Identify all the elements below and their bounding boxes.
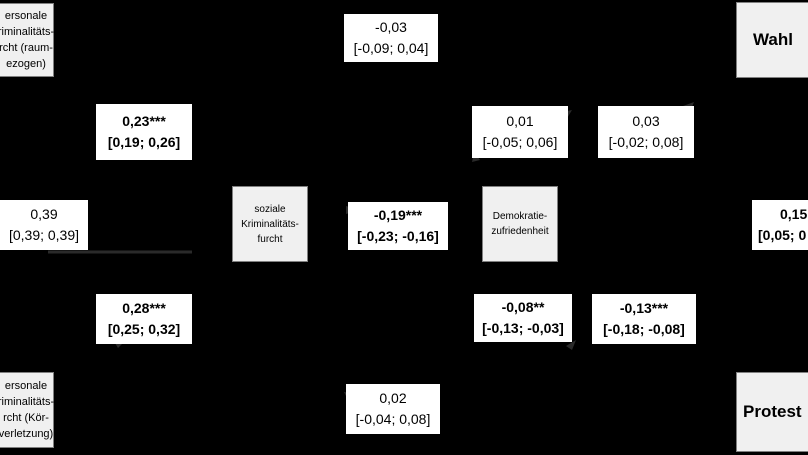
path-label-democracy-upper: 0,01 [-0,05; 0,06]	[472, 106, 568, 158]
confidence-interval: [-0,09; 0,04]	[353, 40, 429, 56]
node-personal-fear-bodily: ersonale riminalitäts- rcht (Kör- verlet…	[0, 372, 54, 448]
confidence-interval: [-0,23; -0,16]	[357, 228, 439, 244]
path-label-top-center: -0,03 [-0,09; 0,04]	[344, 14, 438, 62]
confidence-interval: [-0,13; -0,03]	[482, 320, 564, 336]
node-label: Protest	[743, 402, 802, 421]
node-label: ersonale riminalitäts- rcht (raum- ezoge…	[0, 10, 55, 70]
coefficient: 0,02	[379, 390, 407, 406]
coefficient: 0,23***	[122, 113, 166, 129]
confidence-interval: [0,19; 0,26]	[107, 134, 181, 150]
coefficient: -0,08**	[501, 299, 545, 315]
coefficient: 0,39	[30, 206, 58, 222]
node-label: soziale Kriminalitäts- furcht	[241, 203, 299, 245]
confidence-interval: [0,05; 0	[758, 227, 807, 243]
confidence-interval: [0,39; 0,39]	[8, 227, 80, 243]
path-label-spatial-to-social: 0,23*** [0,19; 0,26]	[96, 104, 192, 160]
coefficient: 0,28***	[122, 300, 166, 316]
node-protest: Protest	[736, 372, 808, 452]
path-label-democracy-to-vote: 0,03 [-0,02; 0,08]	[598, 106, 694, 158]
path-label-bodily-to-social: 0,28*** [0,25; 0,32]	[96, 294, 192, 344]
node-label: Demokratie- zufriedenheit	[491, 211, 549, 237]
coefficient: -0,03	[375, 19, 407, 35]
coefficient: 0,15	[780, 206, 808, 222]
coefficient: 0,01	[506, 113, 534, 129]
coefficient: -0,13***	[619, 300, 669, 316]
path-label-social-to-democracy: -0,19*** [-0,23; -0,16]	[348, 202, 448, 250]
confidence-interval: [-0,18; -0,08]	[603, 321, 685, 337]
confidence-interval: [-0,05; 0,06]	[482, 134, 558, 150]
path-label-democracy-lower: -0,08** [-0,13; -0,03]	[474, 294, 572, 342]
node-democracy-satisfaction: Demokratie- zufriedenheit	[482, 186, 558, 262]
node-vote: Wahl	[736, 2, 808, 78]
arrowhead	[566, 340, 576, 350]
path-label-bottom-center: 0,02 [-0,04; 0,08]	[346, 384, 440, 434]
path-label-right-correlation: 0,15 [0,05; 0	[752, 200, 808, 250]
coefficient: 0,03	[632, 113, 660, 129]
confidence-interval: [-0,02; 0,08]	[608, 134, 684, 150]
node-personal-fear-spatial: ersonale riminalitäts- rcht (raum- ezoge…	[0, 3, 54, 77]
path-label-left-correlation: 0,39 [0,39; 0,39]	[0, 200, 88, 250]
node-label: ersonale riminalitäts- rcht (Kör- verlet…	[0, 380, 55, 440]
node-label: Wahl	[753, 30, 793, 49]
confidence-interval: [0,25; 0,32]	[107, 321, 181, 337]
confidence-interval: [-0,04; 0,08]	[355, 411, 431, 427]
node-social-fear: soziale Kriminalitäts- furcht	[232, 186, 308, 262]
coefficient: -0,19***	[373, 207, 423, 223]
path-label-democracy-to-protest: -0,13*** [-0,18; -0,08]	[592, 294, 696, 344]
